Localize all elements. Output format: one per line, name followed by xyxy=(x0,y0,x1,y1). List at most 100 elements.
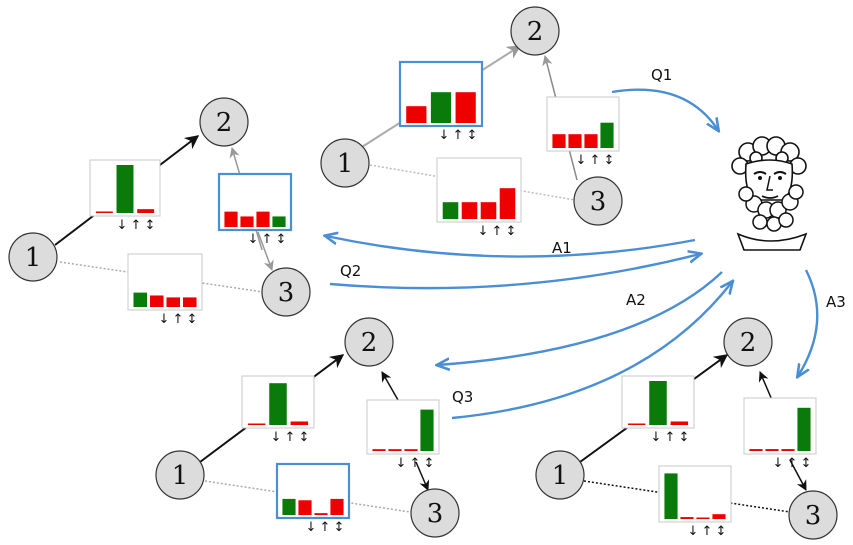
bar-green xyxy=(664,473,678,519)
panel-edge-1-3: ↓↑↕ xyxy=(275,462,351,535)
label-arrow-glyph: ↕ xyxy=(467,128,478,143)
label-arrow-glyph: ↑ xyxy=(787,456,798,471)
svg-text:2: 2 xyxy=(527,17,544,47)
node-1: 1 xyxy=(535,450,585,500)
edge-2-3-line xyxy=(381,371,399,401)
svg-text:3: 3 xyxy=(805,501,822,531)
bar-green xyxy=(420,409,434,451)
bar-red xyxy=(781,449,795,451)
bar-red xyxy=(584,134,598,148)
bar-red xyxy=(568,134,582,148)
label-arrow-glyph: ↑ xyxy=(453,128,464,143)
bar-red xyxy=(256,211,270,227)
bar-red xyxy=(290,421,309,425)
label-arrow-glyph: ↓ xyxy=(271,430,282,445)
bar-red xyxy=(406,106,427,123)
a1-arrow xyxy=(326,236,696,258)
label-arrow-glyph: ↑ xyxy=(590,153,601,168)
label-arrow-glyph: ↕ xyxy=(679,430,690,445)
label-arrow-glyph: ↓ xyxy=(396,456,407,471)
label-arrow-glyph: ↓ xyxy=(159,312,170,327)
node-2: 2 xyxy=(199,97,249,147)
node-2: 2 xyxy=(723,317,773,367)
bar-red xyxy=(137,209,155,213)
panel-edge-1-2: ↓↑↕ xyxy=(89,159,161,233)
bar-green xyxy=(649,381,667,425)
label-arrow-glyph: ↓ xyxy=(651,430,662,445)
bar-red xyxy=(224,211,238,227)
bar-green xyxy=(272,216,286,227)
a1-label: A1 xyxy=(552,239,572,257)
label-arrow-glyph: ↓ xyxy=(306,520,317,535)
node-3: 3 xyxy=(573,176,623,226)
panel-node-2-3: ↓↑↕ xyxy=(217,172,293,247)
q2-arrow xyxy=(329,254,700,290)
panel-edge-1-3: ↓↑↕ xyxy=(436,157,522,239)
panel-edge-1-3: ↓↑↕ xyxy=(127,253,203,327)
edge-2-3-line-b xyxy=(789,459,807,491)
q2-label: Q2 xyxy=(340,262,361,280)
node-3: 3 xyxy=(410,488,460,538)
graph-left: ↓↑↕ ↓↑↕ ↓↑↕ 1 2 3 xyxy=(8,97,311,327)
label-arrow-glyph: ↓ xyxy=(117,218,128,233)
q3-label: Q3 xyxy=(452,388,473,406)
panel-edge-1-2: ↓↑↕ xyxy=(241,375,315,445)
edge-2-3-line xyxy=(758,371,773,401)
label-arrow-glyph: ↕ xyxy=(276,232,287,247)
bar-red xyxy=(247,423,266,425)
bar-red xyxy=(314,513,328,515)
label-arrow-glyph: ↑ xyxy=(492,224,503,239)
bar-red xyxy=(680,517,694,519)
label-arrow-glyph: ↑ xyxy=(702,524,713,539)
label-arrow-glyph: ↑ xyxy=(173,312,184,327)
a3-arrow xyxy=(798,269,819,376)
bar-red xyxy=(166,297,181,307)
edge-1-3-line xyxy=(369,164,576,201)
svg-text:3: 3 xyxy=(278,278,295,308)
label-arrow-glyph: ↕ xyxy=(801,456,812,471)
label-arrow-glyph: ↓ xyxy=(439,128,450,143)
bar-red xyxy=(749,449,763,451)
bar-red xyxy=(372,449,386,451)
label-arrow-glyph: ↕ xyxy=(145,218,156,233)
label-arrow-glyph: ↑ xyxy=(285,430,296,445)
a2-label: A2 xyxy=(626,291,646,309)
interaction-arrows xyxy=(326,88,819,420)
a3-label: A3 xyxy=(826,293,846,311)
label-arrow-glyph: ↑ xyxy=(131,218,142,233)
bar-red xyxy=(330,498,344,515)
panel-node-2-3: ↓↑↕ xyxy=(366,399,440,471)
label-arrow-glyph: ↑ xyxy=(320,520,331,535)
node-1: 1 xyxy=(8,232,58,282)
label-arrow-glyph: ↑ xyxy=(410,456,421,471)
bar-green xyxy=(430,92,452,123)
bar-red xyxy=(149,295,164,307)
bar-red xyxy=(499,188,516,219)
bar-red xyxy=(461,202,478,219)
graph-bottom-right: ↓↑↕ ↓↑↕ ↓↑↕ 1 2 3 xyxy=(535,317,838,540)
bar-green xyxy=(269,383,287,425)
panel-node-2-3: ↓↑↕ xyxy=(546,96,620,168)
node-2: 2 xyxy=(510,6,560,56)
node-3: 3 xyxy=(261,267,311,317)
bar-red xyxy=(298,500,312,515)
label-arrow-glyph: ↕ xyxy=(716,524,727,539)
edge-2-3-line-b xyxy=(257,231,274,271)
bar-green xyxy=(797,407,811,451)
bar-red xyxy=(627,423,646,425)
bar-red xyxy=(388,449,402,451)
bar-red xyxy=(240,216,254,227)
bar-green xyxy=(116,165,134,213)
bar-red xyxy=(670,421,689,425)
label-arrow-glyph: ↕ xyxy=(299,430,310,445)
panel-node-2-3: ↓↑↕ xyxy=(743,397,817,471)
bar-green xyxy=(600,122,614,148)
bar-red xyxy=(552,134,566,148)
label-arrow-glyph: ↑ xyxy=(665,430,676,445)
edge-1-3-line xyxy=(204,480,411,513)
node-3: 3 xyxy=(788,490,838,540)
graph-bottom-left: ↓↑↕ ↓↑↕ ↓↑↕ 1 2 3 xyxy=(155,317,460,538)
q3-arrow xyxy=(451,282,732,420)
bar-red xyxy=(712,514,726,519)
svg-text:3: 3 xyxy=(427,499,444,529)
